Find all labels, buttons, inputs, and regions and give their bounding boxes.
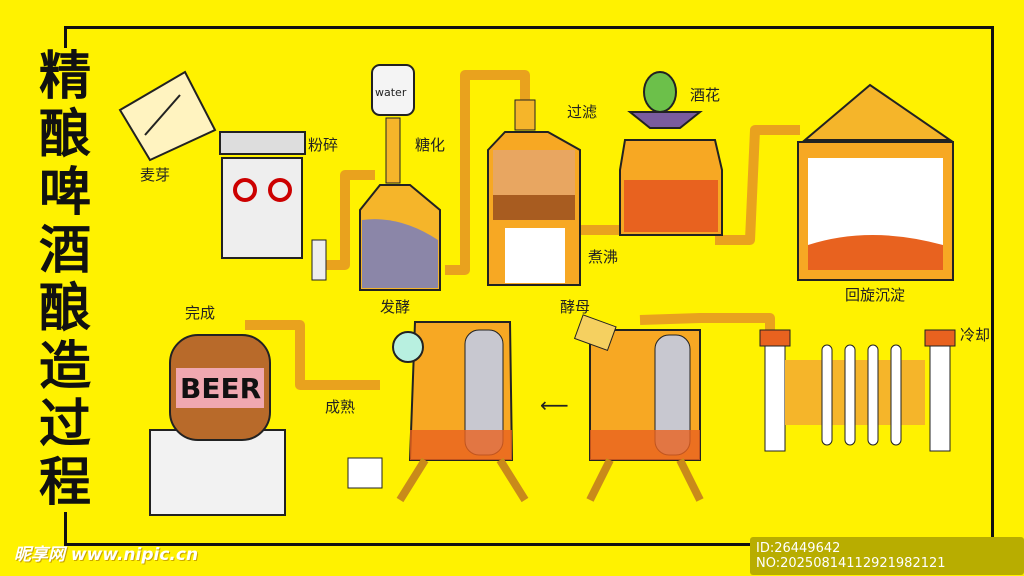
title-char: 酒	[38, 220, 91, 281]
title-char: 酿	[38, 104, 91, 165]
title-char: 过	[38, 394, 91, 455]
title-char: 精	[38, 46, 91, 107]
title-char: 程	[38, 452, 91, 513]
label-hops: 酒花	[690, 86, 720, 104]
label-boiling: 煮沸	[588, 248, 618, 266]
beer-barrel: BEER	[149, 334, 286, 516]
label-filtering: 过滤	[567, 103, 597, 121]
title-char: 啤	[38, 162, 91, 223]
title-char: 酿	[38, 278, 91, 339]
fermenter-yeast	[573, 314, 704, 502]
page-title: 精 酿 啤 酒 酿 造 过 程	[30, 48, 100, 512]
label-yeast: 酵母	[560, 298, 590, 316]
label-cooling: 冷却	[960, 326, 990, 344]
malt-bag	[118, 70, 217, 162]
arrow-left-icon: ⟵	[540, 393, 569, 417]
clock-icon	[392, 331, 424, 363]
label-milling: 粉碎	[308, 136, 338, 154]
label-fermentation: 发酵	[380, 298, 410, 316]
whirlpool-tank	[797, 83, 954, 281]
label-maturation: 成熟	[325, 398, 355, 416]
mash-tun: water	[359, 64, 441, 291]
watermark-id: ID:26449642 NO:20250814112921982121	[750, 537, 1024, 575]
hops-icon	[643, 71, 677, 113]
watermark-site: 昵享网 www.nipic.cn	[14, 545, 199, 565]
label-malt: 麦芽	[140, 166, 170, 184]
label-mashing: 糖化	[415, 136, 445, 154]
cooler	[759, 329, 956, 452]
boil-kettle	[619, 111, 723, 236]
mill	[219, 131, 327, 281]
fermenter-maturation	[347, 321, 529, 503]
label-beer: BEER	[180, 372, 261, 405]
label-finished: 完成	[185, 304, 215, 322]
label-water: water	[375, 86, 407, 99]
label-whirlpool: 回旋沉淀	[845, 286, 905, 304]
title-char: 造	[38, 336, 91, 397]
lauter-tun	[487, 99, 581, 286]
